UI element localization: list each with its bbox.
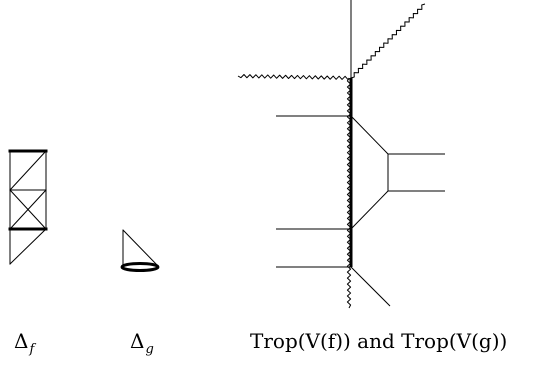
trop-f-curve — [276, 0, 445, 307]
newton-polygon-f — [8, 149, 48, 265]
trop-caption-text: Trop(V(f)) and Trop(V(g)) — [250, 329, 508, 353]
delta-f-diagonal-1 — [9, 150, 47, 191]
delta-g-symbol: Δ — [130, 329, 145, 353]
delta-g-bottom-ellipse — [120, 262, 160, 272]
delta-g-diagonal-edge — [122, 229, 159, 267]
trop-g-curve — [237, 3, 426, 309]
delta-g-subscript: g — [145, 342, 154, 357]
trop-g-left-ray — [237, 74, 352, 81]
delta-f-subscript: f — [29, 342, 35, 357]
newton-polygon-g — [120, 229, 160, 272]
delta-g-caption: Δg — [130, 329, 154, 357]
trop-g-diagonal-ray — [350, 3, 426, 79]
trop-caption: Trop(V(f)) and Trop(V(g)) — [250, 329, 507, 353]
trop-f-edge-lower-diagonal — [350, 190, 389, 230]
trop-f-edge-upper-diagonal — [350, 115, 389, 155]
delta-f-diagonal-3 — [9, 189, 47, 230]
trop-g-vertical-ray — [346, 77, 352, 309]
delta-f-symbol: Δ — [14, 329, 29, 353]
delta-f-diagonal-4 — [9, 228, 47, 265]
trop-f-bottom-diagonal-ray — [350, 266, 391, 307]
delta-f-caption: Δf — [14, 329, 34, 357]
